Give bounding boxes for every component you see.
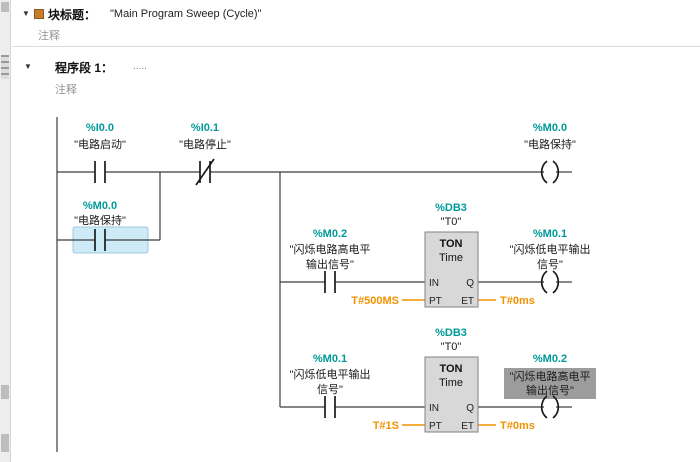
network-comment[interactable]: 注释 — [55, 84, 77, 96]
operand-name[interactable]: "电路启动" — [74, 138, 126, 151]
pin-q-label: Q — [466, 403, 474, 414]
left-gutter — [0, 0, 11, 462]
operand-address[interactable]: %M0.2 — [533, 353, 567, 365]
timer-instance-name[interactable]: "T0" — [441, 341, 462, 353]
timer-db-address[interactable]: %DB3 — [435, 202, 467, 214]
operand-name-line1[interactable]: "闪烁低电平输出 — [510, 242, 591, 256]
timer2-pt-value[interactable]: T#1S — [373, 420, 399, 432]
contact-no-flash-low-output[interactable]: %M0.1 "闪烁低电平输出 信号" — [290, 353, 371, 418]
pin-in-label: IN — [429, 278, 439, 289]
timer-type-label: TON — [439, 363, 462, 375]
gutter-mark-top[interactable] — [1, 2, 9, 12]
operand-name-line2[interactable]: 输出信号" — [526, 383, 574, 397]
timer-time-label: Time — [439, 377, 463, 389]
timer-time-label: Time — [439, 252, 463, 264]
pin-in-label: IN — [429, 403, 439, 414]
operand-name[interactable]: "电路保持" — [74, 213, 126, 227]
pin-q-label: Q — [466, 278, 474, 289]
operand-name-line1[interactable]: "闪烁电路高电平 — [510, 369, 591, 383]
timer-block-ton-1[interactable]: %DB3 "T0" TON Time IN Q PT ET — [424, 202, 479, 308]
operand-name-line2[interactable]: 信号" — [537, 258, 563, 271]
operand-address[interactable]: %M0.1 — [533, 228, 567, 240]
network-title-ellipsis[interactable]: ..... — [133, 61, 147, 72]
collapse-block-title-icon[interactable]: ▼ — [22, 9, 30, 18]
operand-address[interactable]: %M0.0 — [533, 122, 567, 134]
gutter-mark-lower[interactable] — [1, 385, 9, 399]
operand-address[interactable]: %M0.2 — [313, 228, 347, 240]
pin-pt-label: PT — [429, 421, 442, 432]
timer-instance-name[interactable]: "T0" — [441, 216, 462, 228]
header-divider — [12, 46, 700, 47]
coil-flash-low-output[interactable]: %M0.1 "闪烁低电平输出 信号" — [510, 228, 591, 294]
operand-name-line1[interactable]: "闪烁低电平输出 — [290, 367, 371, 381]
timer-block-ton-2[interactable]: %DB3 "T0" TON Time IN Q PT ET — [424, 327, 479, 433]
pin-et-label: ET — [461, 296, 474, 307]
coil-flash-high-output[interactable]: %M0.2 "闪烁电路高电平 输出信号" — [510, 353, 591, 419]
contact-no-circuit-start[interactable]: %I0.0 "电路启动" — [74, 122, 126, 183]
collapse-network-icon[interactable]: ▼ — [24, 62, 32, 71]
operand-name[interactable]: "电路保持" — [524, 137, 576, 151]
selection-highlight-operand — [504, 368, 596, 399]
timer2-et-value[interactable]: T#0ms — [500, 420, 535, 432]
contact-nc-circuit-stop[interactable]: %I0.1 "电路停止" — [179, 122, 231, 186]
block-icon — [34, 9, 44, 19]
operand-address[interactable]: %I0.0 — [86, 122, 114, 134]
timer1-et-value[interactable]: T#0ms — [500, 295, 535, 307]
operand-name-line1[interactable]: "闪烁电路高电平 — [290, 242, 371, 256]
contact-no-circuit-hold[interactable]: %M0.0 "电路保持" — [74, 200, 126, 251]
pin-et-label: ET — [461, 421, 474, 432]
timer-type-label: TON — [439, 238, 462, 250]
coil-circuit-hold[interactable]: %M0.0 "电路保持" — [524, 122, 576, 184]
operand-name-line2[interactable]: 信号" — [317, 383, 343, 396]
timer1-pt-value[interactable]: T#500MS — [351, 295, 399, 307]
gutter-grip-icon[interactable] — [1, 55, 9, 79]
gutter-mark-bottom[interactable] — [1, 434, 9, 452]
block-comment[interactable]: 注释 — [38, 30, 60, 42]
operand-name[interactable]: "电路停止" — [179, 137, 231, 151]
operand-address[interactable]: %I0.1 — [191, 122, 219, 134]
power-rail-and-wires — [56, 117, 572, 452]
contact-no-flash-high-output[interactable]: %M0.2 "闪烁电路高电平 输出信号" — [290, 228, 371, 293]
operand-name-line2[interactable]: 输出信号" — [306, 257, 354, 271]
operand-address[interactable]: %M0.1 — [313, 353, 347, 365]
network-title[interactable]: 程序段 1： — [55, 61, 114, 75]
block-title-value[interactable]: "Main Program Sweep (Cycle)" — [110, 8, 262, 20]
operand-address[interactable]: %M0.0 — [83, 200, 117, 212]
pin-pt-label: PT — [429, 296, 442, 307]
timer-db-address[interactable]: %DB3 — [435, 327, 467, 339]
block-title-label: 块标题： — [48, 8, 97, 22]
